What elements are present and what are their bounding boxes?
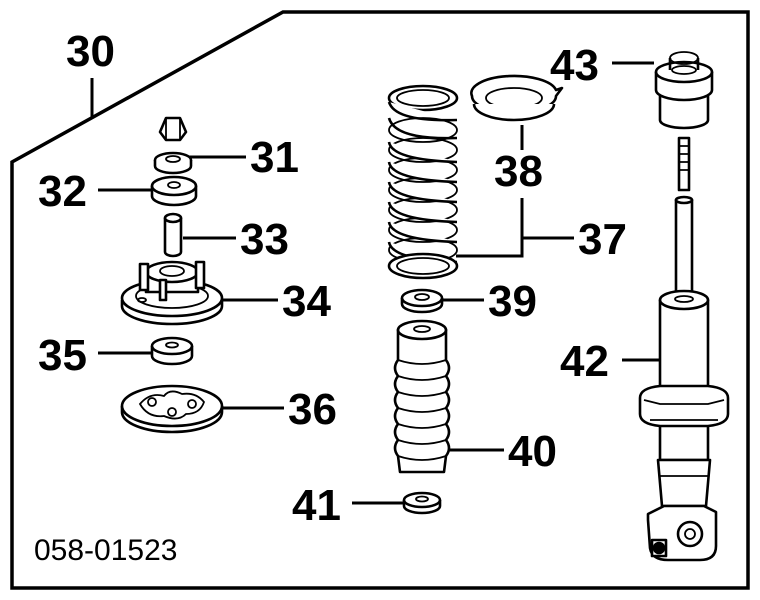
self-locking-nut (158, 116, 188, 142)
callout-39: 39 (488, 277, 537, 326)
part-36-spring-mount (120, 384, 224, 434)
part-38-spring-seat (470, 74, 564, 122)
callout-32: 32 (38, 167, 87, 216)
part-42-shock-absorber (638, 136, 730, 562)
part-39-washer (400, 288, 444, 314)
callout-35: 35 (38, 331, 87, 380)
callout-33: 33 (240, 215, 289, 264)
part-33-collar (163, 212, 183, 258)
callout-38: 38 (494, 147, 543, 196)
part-34-upper-mount (120, 260, 224, 326)
part-43-dust-cap (654, 51, 714, 130)
part-32-bushing (150, 175, 198, 207)
callout-40: 40 (508, 427, 557, 476)
part-31-washer (153, 151, 193, 175)
callout-41: 41 (292, 481, 341, 530)
callout-30: 30 (66, 27, 115, 76)
leader-37 (456, 198, 574, 258)
part-35-rubber (150, 336, 194, 366)
part-40-dust-boot (393, 319, 451, 474)
diagram-code: 058-01523 (34, 534, 177, 567)
callout-36: 36 (288, 385, 337, 434)
part-37-coil-spring (387, 84, 459, 280)
callout-34: 34 (282, 277, 331, 326)
callout-42: 42 (560, 337, 609, 386)
callout-31: 31 (250, 133, 299, 182)
assembly-frame (10, 10, 750, 590)
part-41-washer (402, 491, 442, 515)
callout-43: 43 (550, 41, 599, 90)
callout-37: 37 (578, 215, 627, 264)
